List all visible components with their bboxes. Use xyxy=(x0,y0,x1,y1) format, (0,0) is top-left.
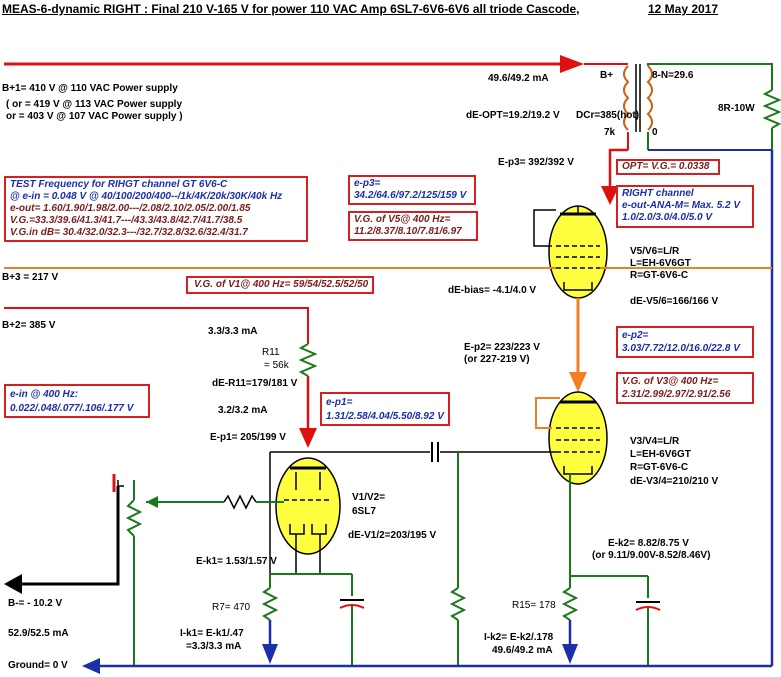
test-line-2: @ e-in = 0.048 V @ 40/100/200/400--/1k/4… xyxy=(10,191,283,202)
v34-de-label: dE-V3/4=210/210 V xyxy=(630,476,719,487)
r15-label: R15= 178 xyxy=(512,600,556,611)
v56-label-1: V5/V6=L/R xyxy=(630,246,680,257)
vg5-values: 11.2/8.37/8.10/7.81/6.97 xyxy=(354,226,462,237)
page-date: 12 May 2017 xyxy=(648,2,719,16)
ek2-label-2: (or 9.11/9.00V-8.52/8.46V) xyxy=(592,550,711,561)
ep1-ac-values: 1.31/2.58/4.04/5.50/8.92 V xyxy=(326,411,444,422)
b2-label: B+2= 385 V xyxy=(2,320,56,331)
r11-de-label: dE-R11=179/181 V xyxy=(212,378,298,389)
coupling-capacitor xyxy=(308,442,556,462)
ein-label: e-in @ 400 Hz: xyxy=(10,389,79,400)
ein-values: 0.022/.048/.077/.106/.177 V xyxy=(10,403,134,414)
bneg-rail xyxy=(4,486,120,594)
r11-current-label: 3.3/3.3 mA xyxy=(208,326,258,337)
ik2-label-2: 49.6/49.2 mA xyxy=(492,645,553,656)
transformer-bplus: B+ xyxy=(600,70,614,81)
v12-de-label: dE-V1/2=203/195 V xyxy=(348,530,437,541)
v56-label-3: R=GT-6V6-C xyxy=(630,270,689,281)
v12-label-2: 6SL7 xyxy=(352,506,376,517)
output-transformer xyxy=(584,63,653,150)
b1-rail xyxy=(4,55,584,73)
opt-vg-box: OPT= V.G.= 0.0338 xyxy=(616,159,720,175)
v5-plate-wire xyxy=(601,148,628,205)
r11-name-label: R11 xyxy=(262,347,280,358)
ek2-label-1: E-k2= 8.82/8.75 V xyxy=(608,538,689,549)
v12-label-1: V1/V2= xyxy=(352,492,386,503)
transformer-zero: 0 xyxy=(652,127,658,138)
ep1-dc-label: E-p1= 205/199 V xyxy=(210,432,286,443)
ep3-dc-label: E-p3= 392/392 V xyxy=(498,157,574,168)
ep1-ac-label: e-p1= xyxy=(326,397,353,408)
v1-cathode-network xyxy=(261,573,365,666)
speaker-load xyxy=(647,63,781,151)
ein-box: e-in @ 400 Hz: 0.022/.048/.077/.106/.177… xyxy=(4,384,150,418)
test-frequency-box: TEST Frequency for RIHGT channel GT 6V6-… xyxy=(4,176,308,242)
transformer-impedance: 7k xyxy=(604,127,616,138)
ek1-label: E-k1= 1.53/1.57 V xyxy=(196,556,277,567)
ep3-label: e-p3= xyxy=(354,178,381,189)
r11-current2-label: 3.2/3.2 mA xyxy=(218,405,268,416)
ik1-label-1: I-k1= E-k1/.47 xyxy=(180,628,244,639)
ep3-box: e-p3= 34.2/64.6/97.2/125/159 V xyxy=(348,175,476,205)
tube-v1-v2 xyxy=(269,451,341,574)
bneg-current: 52.9/52.5 mA xyxy=(8,628,69,639)
r11-branch xyxy=(4,307,318,448)
transformer-dcr: DCr=385(hot) xyxy=(576,110,640,121)
ik2-label-1: I-k2= E-k2/.178 xyxy=(484,632,554,643)
v56-de-label: dE-V5/6=166/166 V xyxy=(630,296,719,307)
ep2-ac-values: 3.03/7.72/12.0/16.0/22.8 V xyxy=(622,343,740,354)
tube-v3-v4 xyxy=(535,391,608,485)
ep2-ac-label: e-p2= xyxy=(622,330,649,341)
r11-value-label: = 56k xyxy=(264,360,289,371)
v34-label-1: V3/V4=L/R xyxy=(630,436,680,447)
vg3-box: V.G. of V3@ 400 Hz= 2.31/2.99/2.97/2.91/… xyxy=(616,372,754,404)
input-network xyxy=(112,474,284,666)
right-channel-line1: RIGHT channel xyxy=(622,188,694,199)
vg5-box: V.G. of V5@ 400 Hz= 11.2/8.37/8.10/7.81/… xyxy=(348,211,478,241)
test-line-5: V.G.in dB= 30.4/32.0/32.3---/32.7/32.8/3… xyxy=(10,227,248,238)
ep2-dc-label-1: E-p2= 223/223 V xyxy=(464,342,540,353)
vg3-values: 2.31/2.99/2.97/2.91/2.56 xyxy=(622,389,731,400)
v34-label-2: L=EH-6V6GT xyxy=(630,449,691,460)
opt-vg-label: OPT= V.G.= 0.0338 xyxy=(622,161,710,172)
de-bias-label: dE-bias= -4.1/4.0 V xyxy=(448,285,537,296)
ik1-label-2: =3.3/3.3 mA xyxy=(186,641,242,652)
test-line-4: V.G.=33.3/39.6/41.3/41.7---/43.3/43.8/42… xyxy=(10,215,243,226)
v6-v3-link xyxy=(569,298,587,392)
v56-label-2: L=EH-6V6GT xyxy=(630,258,691,269)
transformer-de-opt: dE-OPT=19.2/19.2 V xyxy=(466,110,560,121)
transformer-current: 49.6/49.2 mA xyxy=(488,73,549,84)
vg1-label: V.G. of V1@ 400 Hz= 59/54/52.5/52/50 xyxy=(194,279,369,290)
ep3-values: 34.2/64.6/97.2/125/159 V xyxy=(354,190,467,201)
vg5-label: V.G. of V5@ 400 Hz= xyxy=(354,214,451,225)
v3-grid-bias xyxy=(449,452,467,666)
b1-alt2-label: or = 403 V @ 107 VAC Power supply ) xyxy=(6,111,183,122)
speaker-load-label: 8R-10W xyxy=(718,103,755,114)
tube-v5-v6 xyxy=(533,205,608,299)
test-line-1: TEST Frequency for RIHGT channel GT 6V6-… xyxy=(10,179,228,190)
v34-label-3: R=GT-6V6-C xyxy=(630,462,689,473)
v3-cathode-network xyxy=(561,474,661,666)
r7-label: R7= 470 xyxy=(212,602,251,613)
ep2-box: e-p2= 3.03/7.72/12.0/16.0/22.8 V xyxy=(616,326,754,358)
ground-rail xyxy=(82,658,772,674)
right-channel-line2: e-out-ANA-M= Max. 5.2 V xyxy=(622,200,741,211)
test-line-3: e-out= 1.60/1.90/1.98/2.00---/2.08/2.10/… xyxy=(10,203,251,214)
ground-label: Ground= 0 V xyxy=(8,660,68,671)
b1-alt1-label: ( or = 419 V @ 113 VAC Power supply xyxy=(6,99,183,110)
ep2-dc-label-2: (or 227-219 V) xyxy=(464,354,530,365)
transformer-ratio: 8-N=29.6 xyxy=(652,70,694,81)
vg1-box: V.G. of V1@ 400 Hz= 59/54/52.5/52/50 xyxy=(186,276,374,294)
vg3-label: V.G. of V3@ 400 Hz= xyxy=(622,376,719,387)
ep1-box: e-p1= 1.31/2.58/4.04/5.50/8.92 V xyxy=(320,392,450,426)
bneg-label: B-= - 10.2 V xyxy=(8,598,63,609)
right-channel-line3: 1.0/2.0/3.0/4.0/5.0 V xyxy=(622,212,713,223)
page-title: MEAS-6-dynamic RIGHT : Final 210 V-165 V… xyxy=(2,2,580,16)
right-channel-box: RIGHT channel e-out-ANA-M= Max. 5.2 V 1.… xyxy=(616,185,754,228)
b1-label: B+1= 410 V @ 110 VAC Power supply xyxy=(2,83,178,94)
b3-label: B+3 = 217 V xyxy=(2,272,59,283)
